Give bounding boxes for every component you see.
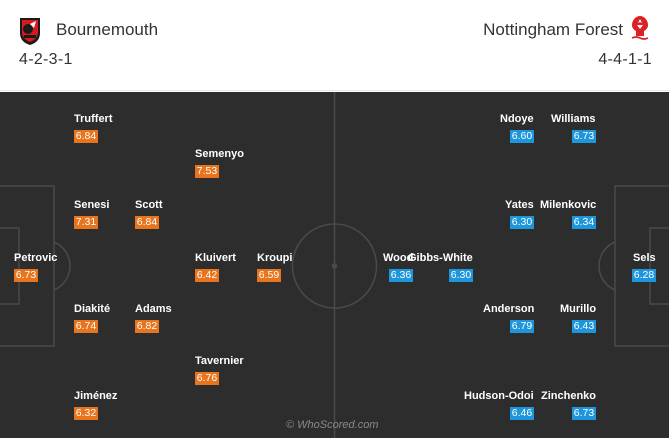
player-name: Truffert: [74, 113, 113, 125]
player-name: Ndoye: [500, 113, 534, 125]
player-rating: 6.46: [510, 407, 534, 420]
player-name: Jiménez: [74, 390, 118, 402]
player-name: Wood: [383, 252, 414, 264]
away-formation: 4-4-1-1: [598, 51, 652, 68]
player-rating: 6.30: [449, 269, 473, 282]
player-name: Gibbs-White: [408, 252, 473, 264]
player-name: Diakité: [74, 303, 111, 315]
player-rating: 6.84: [135, 216, 159, 229]
player-rating: 6.73: [572, 130, 596, 143]
player-rating: 6.42: [195, 269, 219, 282]
player-rating: 6.34: [572, 216, 596, 229]
player-rating: 6.76: [195, 372, 219, 385]
bournemouth-crest-icon: [20, 18, 40, 45]
player-name: Adams: [135, 303, 172, 315]
player-name: Tavernier: [195, 355, 244, 367]
player-name: Hudson-Odoi: [464, 390, 534, 402]
pitch-lines: [0, 92, 669, 438]
player-name: Williams: [551, 113, 596, 125]
player-name: Zinchenko: [541, 390, 597, 402]
player-rating: 6.32: [74, 407, 98, 420]
player-rating: 6.36: [389, 269, 413, 282]
player-rating: 6.43: [572, 320, 596, 333]
player-rating: 7.31: [74, 216, 98, 229]
home-formation: 4-2-3-1: [19, 51, 73, 68]
player-rating: 6.74: [74, 320, 98, 333]
player-rating: 6.60: [510, 130, 534, 143]
player-rating: 6.82: [135, 320, 159, 333]
player-rating: 6.28: [632, 269, 656, 282]
player-name: Senesi: [74, 199, 110, 211]
whoscored-watermark: © WhoScored.com: [286, 419, 379, 431]
player-name: Sels: [633, 252, 656, 264]
player-name: Anderson: [483, 303, 535, 315]
away-team-name[interactable]: Nottingham Forest: [483, 20, 623, 39]
home-team-name[interactable]: Bournemouth: [56, 20, 159, 39]
player-name: Semenyo: [195, 148, 244, 160]
player-name: Murillo: [560, 303, 597, 315]
match-header: Bournemouth 4-2-3-1 Nottingham Forest 4-…: [0, 0, 669, 91]
player-rating: 6.84: [74, 130, 98, 143]
player-rating: 6.73: [14, 269, 38, 282]
player-name: Yates: [505, 199, 534, 211]
player-name: Milenkovic: [540, 199, 597, 211]
player-rating: 7.53: [195, 165, 219, 178]
player-name: Scott: [135, 199, 163, 211]
player-rating: 6.73: [572, 407, 596, 420]
player-rating: 6.79: [510, 320, 534, 333]
player-name: Petrovic: [14, 252, 58, 264]
nottingham-forest-crest-icon: [631, 16, 649, 40]
player-name: Kluivert: [195, 252, 236, 264]
player-rating: 6.30: [510, 216, 534, 229]
player-name: Kroupi: [257, 252, 293, 264]
player-rating: 6.59: [257, 269, 281, 282]
